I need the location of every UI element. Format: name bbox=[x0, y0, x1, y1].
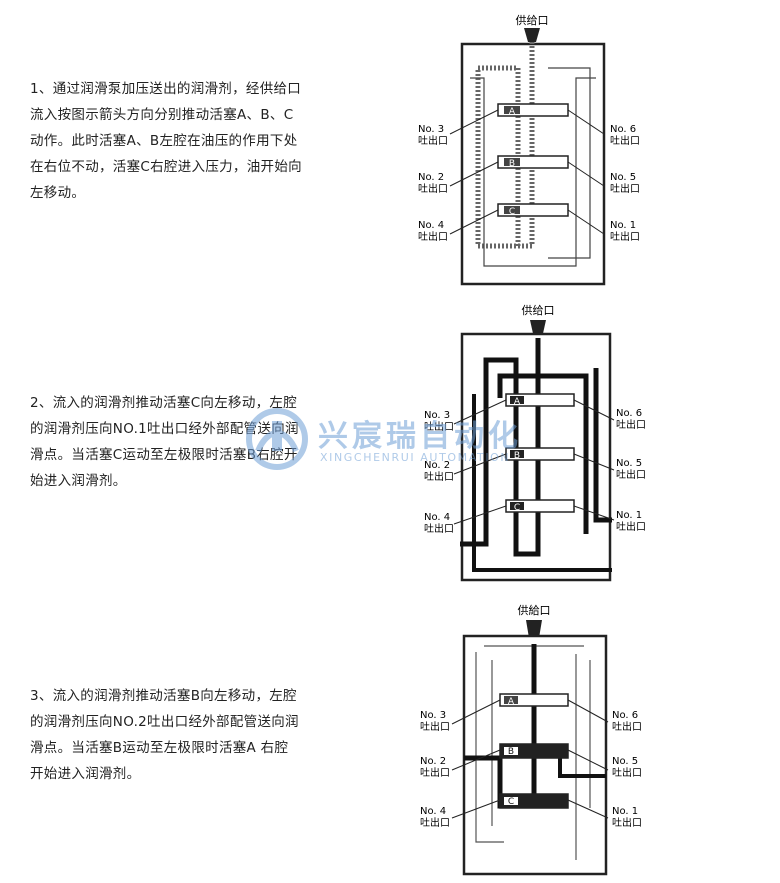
port-no5-number: No. 5 bbox=[616, 458, 642, 469]
outlet-line bbox=[472, 394, 612, 572]
piston-b-label: B bbox=[514, 451, 520, 461]
port-no3-label: 吐出口 bbox=[418, 134, 448, 147]
port-no2-number: No. 2 bbox=[420, 756, 446, 767]
port-no3-number: No. 3 bbox=[420, 710, 446, 721]
piston-a-label: A bbox=[509, 107, 516, 117]
port-no4-label: 吐出口 bbox=[424, 522, 454, 535]
port-no6-label: 吐出口 bbox=[610, 134, 640, 147]
step-3-text: 3、流入的润滑剂推动活塞B向左移动，左腔 的润滑剂压向NO.2吐出口经外部配管送… bbox=[30, 688, 299, 782]
supply-port-label: 供给口 bbox=[522, 303, 555, 317]
active-flow-path bbox=[460, 338, 541, 557]
piston-a-label: A bbox=[508, 697, 515, 707]
port-no1-number: No. 1 bbox=[616, 510, 642, 521]
port-no5-number: No. 5 bbox=[610, 172, 636, 183]
supply-port-label: 供给口 bbox=[516, 13, 549, 27]
port-no6-label: 吐出口 bbox=[612, 720, 642, 733]
port-no5-number: No. 5 bbox=[612, 756, 638, 767]
port-no2-label: 吐出口 bbox=[424, 470, 454, 483]
distributor-diagram-3: 供給口 A B C No. 3 吐出口 No. 2 吐出口 No. 4 吐出口 … bbox=[420, 603, 642, 876]
supply-inlet-icon bbox=[524, 28, 540, 42]
port-no4-number: No. 4 bbox=[420, 806, 446, 817]
port-no1-number: No. 1 bbox=[612, 806, 638, 817]
port-no2-label: 吐出口 bbox=[418, 182, 448, 195]
step-2-text: 2、流入的润滑剂推动活塞C向左移动，左腔 的润滑剂压向NO.1吐出口经外部配管送… bbox=[30, 395, 299, 489]
piston-a-label: A bbox=[514, 397, 521, 407]
port-no6-label: 吐出口 bbox=[616, 418, 646, 431]
piston-c-label: C bbox=[514, 503, 520, 513]
distributor-diagram-1: 供给口 A B C No. 3 吐出口 No. 2 吐出口 No. 4 吐出口 … bbox=[418, 13, 640, 286]
port-no3-label: 吐出口 bbox=[424, 420, 454, 433]
port-no5-label: 吐出口 bbox=[616, 468, 646, 481]
outer-channel bbox=[470, 77, 596, 267]
active-flow-path-2 bbox=[497, 373, 589, 534]
port-no1-label: 吐出口 bbox=[612, 816, 642, 829]
port-no4-label: 吐出口 bbox=[418, 230, 448, 243]
port-no4-number: No. 4 bbox=[424, 512, 450, 523]
port-no1-label: 吐出口 bbox=[616, 520, 646, 533]
return-channel bbox=[548, 67, 591, 259]
port-no2-label: 吐出口 bbox=[420, 766, 450, 779]
port-no3-label: 吐出口 bbox=[420, 720, 450, 733]
port-no2-number: No. 2 bbox=[424, 460, 450, 471]
active-flow-path-3 bbox=[593, 368, 612, 523]
distributor-diagram-2: 供给口 A B C No. 3 吐出口 No. 2 吐出口 No. 4 吐出口 … bbox=[424, 303, 646, 582]
supply-port-label: 供給口 bbox=[518, 603, 551, 617]
port-no4-label: 吐出口 bbox=[420, 816, 450, 829]
idle-channels bbox=[475, 645, 591, 860]
port-no3-number: No. 3 bbox=[418, 124, 444, 135]
port-no4-number: No. 4 bbox=[418, 220, 444, 231]
port-no5-label: 吐出口 bbox=[610, 182, 640, 195]
port-no3-number: No. 3 bbox=[424, 410, 450, 421]
port-no1-number: No. 1 bbox=[610, 220, 636, 231]
piston-b-label: B bbox=[509, 159, 515, 169]
port-no6-number: No. 6 bbox=[610, 124, 636, 135]
port-no6-number: No. 6 bbox=[616, 408, 642, 419]
piston-b-label: B bbox=[508, 747, 514, 757]
port-no5-label: 吐出口 bbox=[612, 766, 642, 779]
step-1-text: 1、通过润滑泵加压送出的润滑剂，经供给口 流入按图示箭头方向分别推动活塞A、B、… bbox=[30, 81, 302, 201]
piston-c-label: C bbox=[509, 207, 515, 217]
port-no2-number: No. 2 bbox=[418, 172, 444, 183]
port-no6-number: No. 6 bbox=[612, 710, 638, 721]
active-flow-path-2 bbox=[558, 758, 606, 778]
piston-c-label: C bbox=[508, 797, 514, 807]
port-no1-label: 吐出口 bbox=[610, 230, 640, 243]
